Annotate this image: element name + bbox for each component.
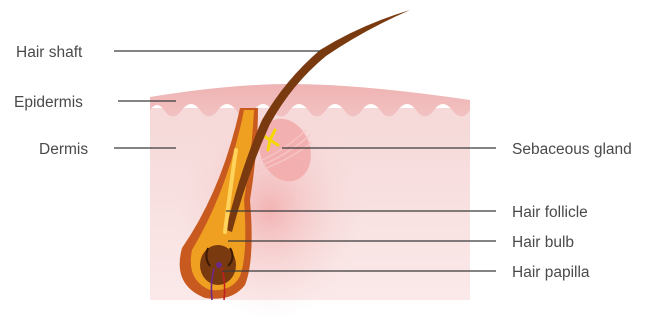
label-hair-follicle: Hair follicle (512, 204, 588, 221)
label-hair-shaft: Hair shaft (16, 44, 83, 61)
label-dermis: Dermis (39, 141, 88, 158)
label-epidermis: Epidermis (14, 94, 83, 111)
label-sebaceous-gland: Sebaceous gland (512, 141, 632, 158)
label-hair-bulb: Hair bulb (512, 234, 574, 251)
label-hair-papilla: Hair papilla (512, 264, 590, 281)
